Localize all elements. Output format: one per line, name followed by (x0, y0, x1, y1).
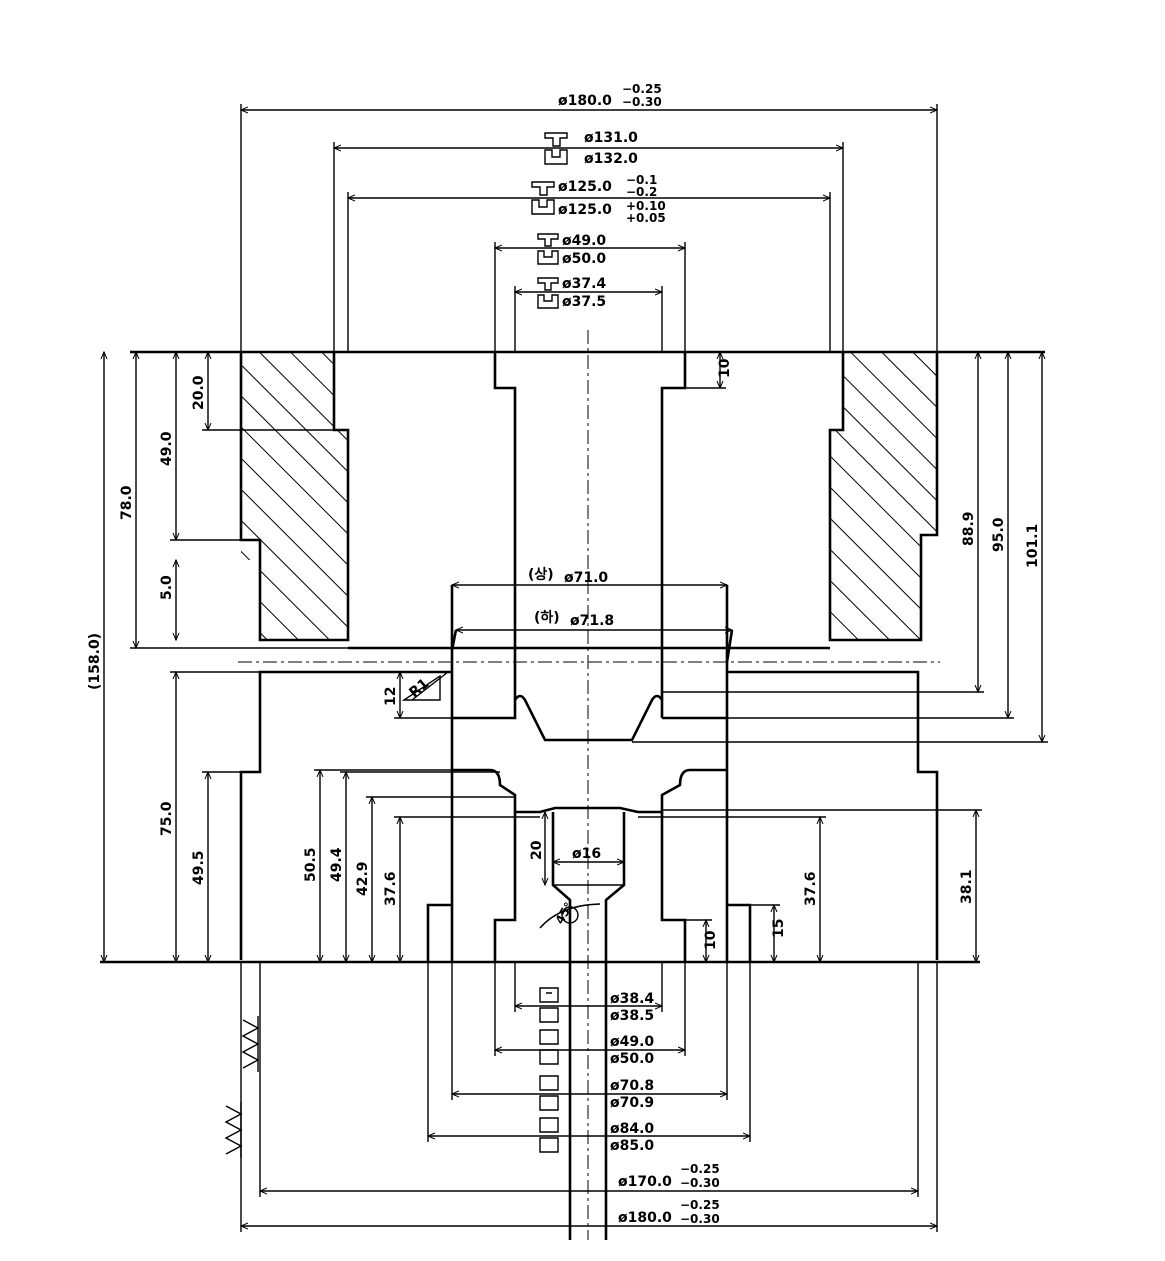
dim-d125a-tol-lower: −0.2 (626, 185, 657, 199)
angle-callout-icon (561, 906, 579, 924)
hole-symbol-icon (537, 250, 559, 265)
hole-symbol-icon (531, 199, 555, 215)
dim-right-15: 15 (771, 919, 787, 938)
dim-outer-dia: ø180.0 (558, 93, 612, 109)
dim-outer-dia-tol-upper: −0.25 (622, 82, 662, 96)
hole-symbol-icon (539, 1075, 559, 1091)
dim-left-376: 37.6 (383, 871, 399, 906)
dim-d125b-tol-lower: +0.05 (626, 211, 666, 225)
dim-d375: ø37.5 (562, 294, 606, 310)
shaft-symbol-icon (531, 181, 555, 196)
dim-d131: ø131.0 (584, 130, 638, 146)
dim-d170-tol-lower: −0.30 (680, 1176, 720, 1190)
dim-right-1011: 101.1 (1025, 524, 1041, 568)
dim-left-78: 78.0 (119, 485, 135, 520)
dim-d710: ø71.0 (564, 570, 608, 586)
lower-part (100, 585, 980, 1240)
dim-left-75: 75.0 (159, 801, 175, 836)
dim-d708: ø70.8 (610, 1078, 654, 1094)
hole-symbol-icon (539, 987, 559, 1003)
dim-d132: ø132.0 (584, 151, 638, 167)
dim-left-49: 49.0 (159, 431, 175, 466)
dim-d709: ø70.9 (610, 1095, 654, 1111)
dim-left-495: 49.5 (191, 850, 207, 885)
shaft-symbol-icon (537, 277, 559, 291)
labels: ø180.0 −0.25 −0.30 ø131.0 ø132.0 ø125.0 … (87, 82, 1041, 1226)
dim-right-889: 88.9 (961, 511, 977, 546)
dim-left-494: 49.4 (329, 847, 345, 882)
dim-d170: ø170.0 (618, 1174, 672, 1190)
surface-finish-icon (224, 1102, 243, 1158)
dim-right-376: 37.6 (803, 871, 819, 906)
hatch-left (241, 352, 348, 640)
hole-symbol-icon (539, 1117, 559, 1133)
dim-d500-bottom: ø50.0 (610, 1051, 654, 1067)
dim-left-505: 50.5 (303, 847, 319, 882)
dim-d125b-tol-upper: +0.10 (626, 199, 666, 213)
upper-part (130, 330, 1045, 1240)
dim-right-95: 95.0 (991, 517, 1007, 552)
shaft-symbol-icon (537, 233, 559, 247)
fit-symbols (224, 132, 579, 1158)
dim-left-20: 20.0 (191, 375, 207, 410)
surface-finish-icon (241, 1016, 260, 1072)
dim-d16: ø16 (572, 846, 601, 862)
dim-d374: ø37.4 (562, 276, 606, 292)
dim-d385: ø38.5 (610, 1008, 654, 1024)
dim-d718-mark: (하) (534, 609, 560, 626)
dim-d49-top: ø49.0 (562, 233, 606, 249)
dim-d125b: ø125.0 (558, 202, 612, 218)
hole-symbol-icon (539, 1049, 559, 1065)
dim-right-381: 38.1 (959, 869, 975, 904)
dim-d50-top: ø50.0 (562, 251, 606, 267)
dim-left-158: (158.0) (87, 633, 103, 690)
dim-d180-tol-upper: −0.25 (680, 1198, 720, 1212)
dim-right-10: 10 (717, 358, 733, 378)
dim-d170-tol-upper: −0.25 (680, 1162, 720, 1176)
dim-d718: ø71.8 (570, 613, 614, 629)
dim-d384: ø38.4 (610, 991, 654, 1007)
hole-symbol-icon (537, 294, 559, 309)
dim-d840: ø84.0 (610, 1121, 654, 1137)
hole-symbol-icon (539, 1095, 559, 1111)
dim-left-429: 42.9 (355, 861, 371, 896)
dim-left-5: 5.0 (159, 575, 175, 600)
hole-symbol-icon (539, 1029, 559, 1045)
dim-right-10b: 10 (703, 930, 719, 950)
dim-d125a-tol-upper: −0.1 (626, 173, 657, 187)
dim-d180-bottom: ø180.0 (618, 1210, 672, 1226)
hole-symbol-icon (544, 149, 568, 165)
dimension-lines (104, 104, 1048, 1232)
dim-d125a: ø125.0 (558, 179, 612, 195)
shaft-symbol-icon (544, 132, 568, 147)
dim-center-20: 20 (529, 840, 545, 860)
dim-outer-dia-tol-lower: −0.30 (622, 95, 662, 109)
dim-d490-bottom: ø49.0 (610, 1034, 654, 1050)
hole-symbol-icon (539, 1007, 559, 1023)
hole-symbol-icon (539, 1137, 559, 1153)
dim-r1: R1 (406, 676, 432, 701)
radius-callout-icon (401, 674, 441, 701)
dim-d710-mark: (상) (528, 567, 554, 583)
dim-d850: ø85.0 (610, 1138, 654, 1154)
dim-left-12: 12 (383, 687, 399, 706)
dim-d180-tol-lower: −0.30 (680, 1212, 720, 1226)
hatch-right (830, 352, 937, 640)
